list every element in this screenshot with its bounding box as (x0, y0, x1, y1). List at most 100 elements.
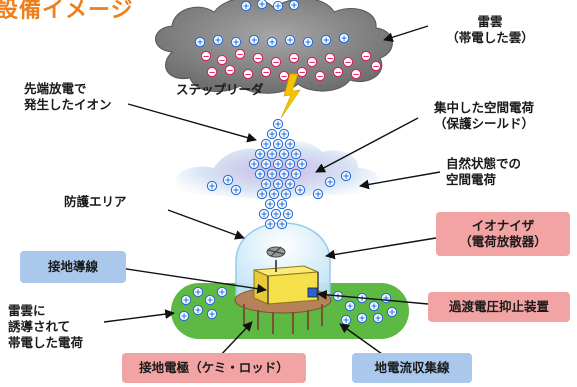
positive-charge-icon: + (272, 178, 284, 190)
streamer-ions-label-line: 発生したイオン (24, 97, 112, 112)
ground-electrode-tag: 接地電極（ケミ・ロッド） (122, 353, 306, 383)
surge-protector-tag: 過渡電圧抑止装置 (428, 292, 570, 322)
positive-charge-icon: + (282, 208, 294, 220)
positive-charge-icon: + (264, 198, 276, 210)
positive-charge-icon: + (260, 138, 272, 150)
svg-text:+: + (298, 160, 305, 170)
positive-charge-icon: + (284, 138, 296, 150)
svg-text:+: + (374, 314, 381, 324)
diagram-title: 設備イメージ (0, 0, 134, 23)
positive-charge-icon: + (222, 174, 234, 186)
svg-text:+: + (370, 302, 377, 312)
svg-text:+: + (232, 38, 239, 48)
svg-text:+: + (262, 160, 269, 170)
positive-charge-icon: + (272, 0, 284, 12)
positive-charge-icon: + (266, 168, 278, 180)
svg-text:+: + (270, 190, 277, 200)
positive-charge-icon: + (278, 168, 290, 180)
svg-text:−: − (208, 68, 215, 78)
svg-text:+: + (334, 292, 341, 302)
protection-area-label: 防護エリア (64, 194, 127, 209)
positive-charge-icon: + (254, 168, 266, 180)
positive-charge-icon: + (266, 128, 278, 140)
svg-text:+: + (304, 38, 311, 48)
svg-text:+: + (208, 310, 215, 320)
natural-space-charges: +++++++ (206, 170, 352, 200)
induced-charge-label-line: 雷雲に (8, 303, 46, 318)
svg-text:+: + (258, 190, 265, 200)
svg-text:−: − (298, 68, 305, 78)
positive-charge-icon: + (248, 34, 260, 46)
svg-text:+: + (292, 150, 299, 160)
positive-charge-icon: + (386, 306, 398, 318)
svg-text:+: + (242, 2, 249, 12)
positive-charge-icon: + (194, 36, 206, 48)
negative-charge-icon: − (200, 50, 212, 62)
svg-text:+: + (382, 294, 389, 304)
svg-text:+: + (282, 190, 289, 200)
positive-charge-icon: + (302, 36, 314, 48)
svg-text:+: + (208, 182, 215, 192)
svg-text:+: + (268, 170, 275, 180)
svg-text:+: + (346, 302, 353, 312)
svg-text:+: + (314, 190, 321, 200)
positive-charge-icon: + (272, 118, 284, 130)
svg-text:+: + (342, 316, 349, 326)
positive-charge-icon: + (288, 0, 300, 11)
positive-charge-icon: + (204, 294, 216, 306)
svg-text:+: + (342, 172, 349, 182)
ion-column-charges: ++++++++++++++++++++++++++++++++ (248, 118, 308, 230)
positive-charge-icon: + (206, 180, 218, 192)
svg-text:+: + (260, 210, 267, 220)
streamer-ions-label: 先端放電で 発生したイオン (24, 81, 112, 113)
thundercloud-label: 雷雲 （帯電した雲） (430, 14, 550, 46)
svg-text:+: + (224, 176, 231, 186)
negative-charge-icon: − (216, 54, 228, 66)
positive-charge-icon: + (278, 128, 290, 140)
positive-charge-icon: + (268, 188, 280, 200)
positive-charge-icon: + (212, 34, 224, 46)
svg-text:+: + (284, 210, 291, 220)
positive-charge-icon: + (260, 178, 272, 190)
positive-charge-icon: + (276, 198, 288, 210)
svg-text:+: + (286, 36, 293, 46)
positive-charge-icon: + (340, 314, 352, 326)
svg-text:+: + (250, 36, 257, 46)
svg-text:+: + (196, 38, 203, 48)
ionizer-tag: イオナイザ （電荷放散器） (436, 212, 570, 256)
svg-text:+: + (290, 1, 297, 11)
svg-text:+: + (194, 288, 201, 298)
induced-charge-label-line: 誘導されて (8, 319, 71, 334)
positive-charge-icon: + (272, 138, 284, 150)
svg-text:+: + (286, 180, 293, 190)
positive-charge-icon: + (178, 310, 190, 322)
positive-charge-icon: + (344, 300, 356, 312)
negative-charge-icon: − (288, 52, 300, 64)
svg-text:+: + (358, 294, 365, 304)
svg-text:+: + (256, 170, 263, 180)
positive-charge-icon: + (278, 148, 290, 160)
svg-text:−: − (226, 66, 233, 76)
ground-conductor-tag: 接地導線 (20, 251, 126, 283)
svg-text:−: − (344, 58, 351, 68)
negative-charge-icon: − (278, 70, 290, 82)
svg-text:−: − (290, 54, 297, 64)
ionizer-device (266, 246, 286, 272)
natural-charge-label-line: 自然状態での (446, 156, 522, 171)
positive-charge-icon: + (230, 184, 242, 196)
negative-charge-icon: − (350, 68, 362, 80)
svg-text:+: + (258, 0, 265, 10)
negative-charge-icon: − (224, 64, 236, 76)
positive-charge-icon: + (192, 304, 204, 316)
negative-charge-icon: − (270, 56, 282, 68)
building (253, 265, 319, 305)
svg-text:+: + (274, 140, 281, 150)
positive-charge-icon: + (290, 148, 302, 160)
positive-charge-icon: + (380, 292, 392, 304)
svg-text:+: + (194, 306, 201, 316)
positive-charge-icon: + (284, 158, 296, 170)
svg-text:+: + (278, 200, 285, 210)
svg-text:+: + (280, 170, 287, 180)
svg-text:+: + (268, 38, 275, 48)
svg-text:+: + (326, 178, 333, 188)
